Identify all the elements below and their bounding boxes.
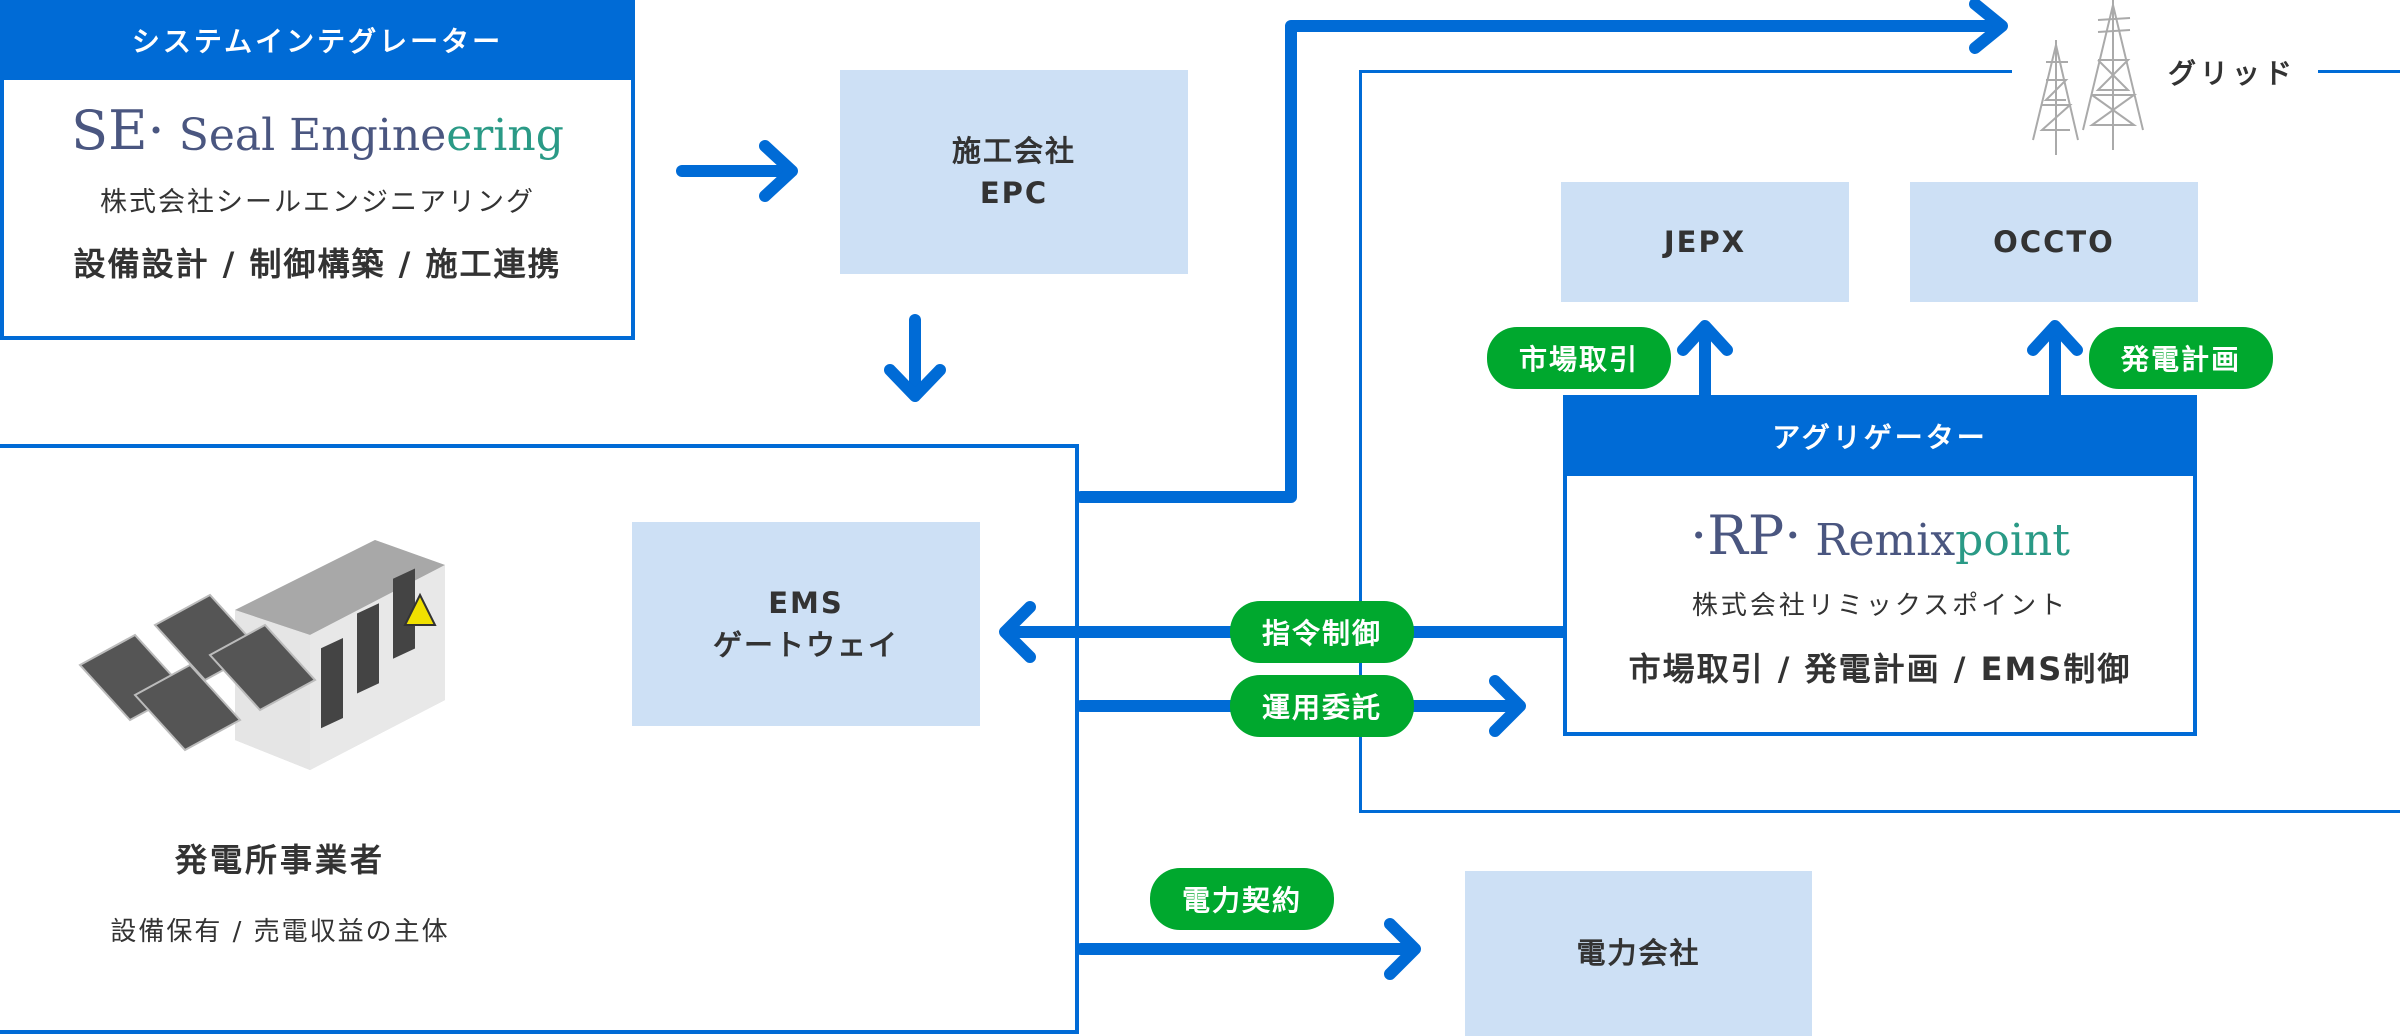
- command-control-head: [999, 601, 1036, 663]
- seal-company-name: 株式会社シールエンジニアリング: [100, 187, 535, 218]
- solar-battery-illustration: [78, 540, 445, 770]
- jepx-box: JEPX: [1561, 182, 1849, 302]
- gen-plan-head: [2027, 320, 2083, 356]
- seal-logo-name-a: Seal Engine: [178, 110, 447, 161]
- grid-label-gap: [2012, 60, 2318, 82]
- grid-boundary: [1359, 70, 2400, 813]
- command-control-badge: 指令制御: [1230, 601, 1414, 663]
- transmission-tower-icon: [2032, 0, 2144, 155]
- ems-gateway-label-2: ゲートウェイ: [712, 628, 899, 662]
- market-trade-badge: 市場取引: [1487, 327, 1671, 389]
- arrow-epc-down-head: [884, 364, 946, 402]
- gen-plan-badge: 発電計画: [2089, 327, 2273, 389]
- battery-cabinets-icon: [235, 540, 445, 770]
- seal-engineering-block: SE· Seal Engineering 株式会社シールエンジニアリング 設備設…: [4, 104, 631, 285]
- remixpoint-logo-name-b: point: [1955, 515, 2070, 566]
- plant-operator-text: 発電所事業者 設備保有 / 売電収益の主体: [0, 835, 560, 948]
- epc-label-1: 施工会社: [951, 133, 1076, 168]
- seal-logo-mark: SE·: [71, 99, 165, 162]
- route-plant-to-grid: [1075, 20, 2006, 503]
- ems-gateway-label-1: EMS: [768, 585, 844, 620]
- seal-engineering-logo: SE· Seal Engineering: [71, 104, 564, 158]
- operation-delegation-badge: 運用委託: [1230, 675, 1414, 737]
- aggregator-header: アグリゲーター: [1563, 395, 2197, 476]
- system-integrator-card: システムインテグレーター SE· Seal Engineering 株式会社シー…: [0, 0, 635, 340]
- remixpoint-block: ·RP· Remixpoint 株式会社リミックスポイント 市場取引 / 発電計…: [1567, 509, 2193, 690]
- plant-operator-subtitle: 設備保有 / 売電収益の主体: [110, 917, 450, 947]
- seal-logo-name-b: ering: [446, 110, 564, 161]
- ems-gateway-box: EMS ゲートウェイ: [632, 522, 980, 726]
- system-integrator-header: システムインテグレーター: [0, 0, 635, 80]
- solar-panels-icon: [78, 593, 317, 752]
- epc-box: 施工会社 EPC: [840, 70, 1188, 274]
- seal-roles: 設備設計 / 制御構築 / 施工連携: [73, 245, 562, 283]
- occto-box: OCCTO: [1910, 182, 2198, 302]
- route-plant-to-grid-head: [1969, 0, 2008, 54]
- remixpoint-logo-name-a: Remix: [1815, 515, 1956, 566]
- remixpoint-roles: 市場取引 / 発電計画 / EMS制御: [1628, 650, 2132, 688]
- aggregator-card: アグリゲーター ·RP· Remixpoint 株式会社リミックスポイント 市場…: [1563, 395, 2197, 736]
- epc-label-2: EPC: [979, 176, 1049, 210]
- arrow-si-epc-head: [759, 140, 798, 202]
- remixpoint-logo-mark: ·RP·: [1690, 504, 1802, 567]
- power-contract-head: [1384, 918, 1421, 980]
- plant-operator-title: 発電所事業者: [174, 841, 385, 879]
- power-company-box: 電力会社: [1465, 871, 1812, 1036]
- market-trade-head: [1677, 320, 1733, 356]
- occto-label: OCCTO: [1993, 224, 2115, 259]
- power-company-label: 電力会社: [1576, 936, 1701, 971]
- remixpoint-logo: ·RP· Remixpoint: [1690, 509, 2070, 563]
- remixpoint-logo-name: Remixpoint: [1815, 519, 2070, 563]
- operation-delegation-head: [1489, 675, 1526, 737]
- seal-logo-name: Seal Engineering: [179, 114, 564, 158]
- remixpoint-company-name: 株式会社リミックスポイント: [1691, 591, 2069, 621]
- jepx-label: JEPX: [1663, 224, 1747, 259]
- power-contract-badge: 電力契約: [1150, 868, 1334, 930]
- grid-label: グリッド: [2168, 57, 2297, 90]
